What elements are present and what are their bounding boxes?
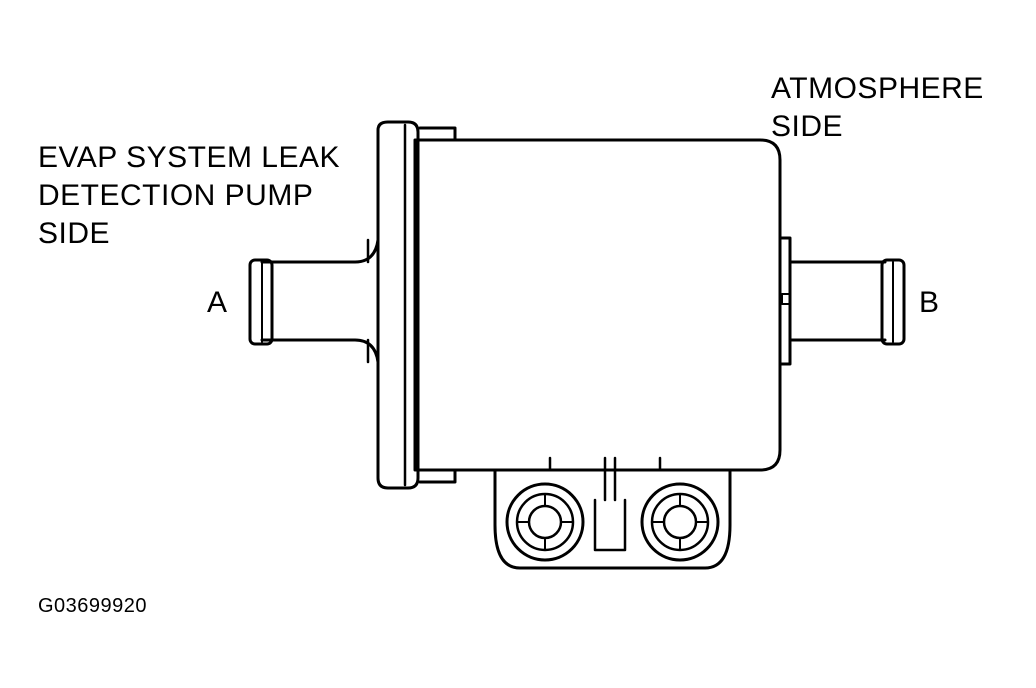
pump-side-line2: DETECTION PUMP: [38, 179, 314, 212]
pump-side-line3: SIDE: [38, 217, 111, 250]
atmosphere-side-label: ATMOSPHERE SIDE: [771, 70, 984, 146]
mounting-bracket: [493, 468, 732, 570]
port-a-label: A: [207, 286, 228, 319]
figure-id: G03699920: [38, 595, 148, 617]
pump-side-label: EVAP SYSTEM LEAK DETECTION PUMP SIDE: [38, 139, 340, 253]
grommet-right: [640, 482, 720, 562]
grommet-left: [505, 482, 585, 562]
pipe-a: [260, 238, 380, 364]
flange-tab-top: [418, 126, 457, 142]
flange-tab-bottom: [418, 468, 457, 484]
port-b-label: B: [919, 286, 940, 319]
pipe-b: [788, 260, 887, 342]
pipe-a-rim: [248, 258, 274, 346]
pump-side-line1: EVAP SYSTEM LEAK: [38, 141, 341, 174]
atmosphere-side-line1: ATMOSPHERE: [771, 72, 984, 105]
atmosphere-side-line2: SIDE: [771, 110, 844, 143]
filter-body: [413, 138, 782, 472]
flange-plate: [376, 120, 420, 490]
pipe-b-rim: [880, 258, 906, 346]
